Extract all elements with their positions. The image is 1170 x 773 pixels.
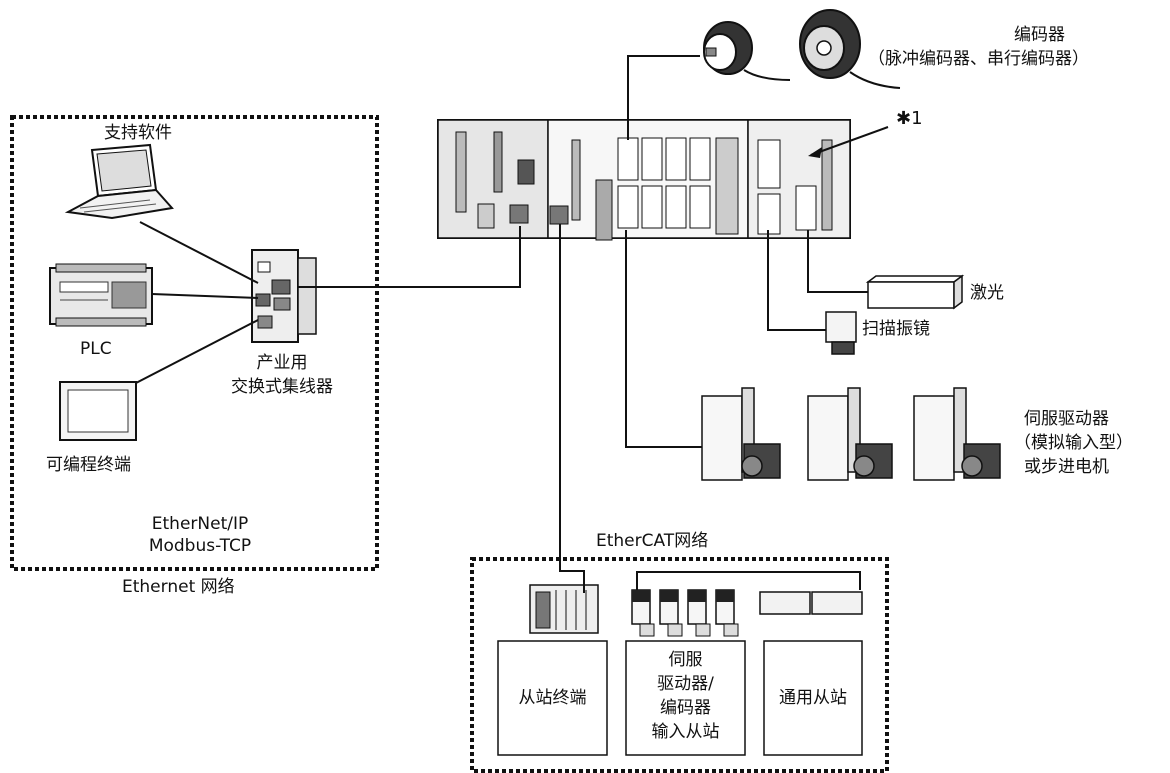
laser-label: 激光 [970, 283, 1004, 303]
programmable-terminal-icon [59, 381, 137, 441]
support-software-label: 支持软件 [104, 123, 172, 143]
servo-encoder-slave-box [625, 640, 746, 756]
ethercat-network-label: EtherCAT网络 [596, 531, 709, 551]
servo-box-label-line4: 输入从站 [651, 722, 720, 742]
general-slave-box [763, 640, 863, 756]
ethernet-protocols-label-line1: EtherNet/IP [151, 514, 249, 534]
servo-box-label-line3: 编码器 [660, 698, 711, 718]
industrial-switch-icon [251, 249, 317, 343]
ethernet-network-boundary [10, 115, 379, 571]
general-slave-label: 通用从站 [779, 688, 847, 708]
ethercat-devices [529, 584, 863, 637]
plc-label: PLC [80, 339, 112, 359]
note-arrowhead [808, 147, 822, 158]
industrial-switch-label-line2: 交换式集线器 [231, 377, 333, 397]
laser-icon [865, 274, 965, 310]
galvo-scanner-label: 扫描振镜 [862, 319, 930, 339]
note-marker: ✱1 [896, 108, 923, 129]
servo-label-line2: （模拟输入型） [1014, 433, 1133, 453]
servo-box-label-line1: 伺服 [668, 650, 703, 670]
servo-box-label-line2: 驱动器/ [657, 674, 714, 694]
encoder-icon [703, 9, 901, 89]
ethernet-network-label: Ethernet 网络 [122, 577, 235, 597]
slave-terminal-box [497, 640, 608, 756]
laptop-icon [64, 143, 174, 220]
ethernet-protocols-label-line2: Modbus-TCP [148, 536, 252, 556]
servo-label-line3: 或步进电机 [1024, 457, 1109, 477]
slave-terminal-label: 从站终端 [518, 688, 587, 708]
ethercat-network-boundary [470, 557, 889, 773]
galvo-scanner-icon [825, 311, 857, 355]
controller-rack [437, 119, 851, 241]
note-arrow [810, 126, 889, 156]
connection-lines [135, 55, 868, 593]
encoder-types-label: （脉冲编码器、串行编码器） [868, 49, 1089, 69]
encoder-label: 编码器 [1014, 25, 1065, 45]
servo-label-line1: 伺服驱动器 [1024, 409, 1109, 429]
plc-device-icon [49, 263, 153, 327]
programmable-terminal-label: 可编程终端 [46, 455, 131, 475]
servo-drives-icon [701, 387, 1001, 481]
industrial-switch-label-line1: 产业用 [256, 353, 308, 373]
